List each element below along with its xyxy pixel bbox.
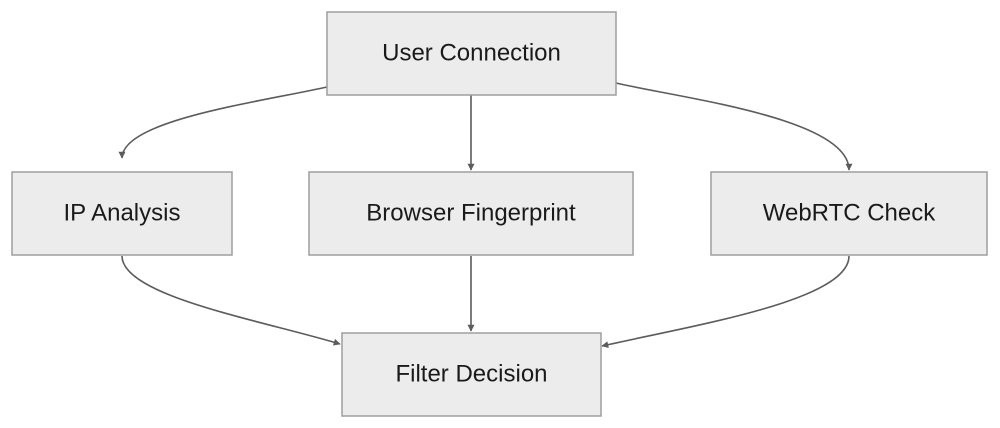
edge-ip-analysis-to-filter-decision bbox=[121, 255, 341, 346]
edge-user-connection-to-ip-analysis bbox=[118, 86, 328, 159]
node-webrtc-check: WebRTC Check bbox=[710, 171, 988, 256]
edge-webrtc-check-to-filter-decision bbox=[601, 255, 850, 349]
node-browser-fingerprint: Browser Fingerprint bbox=[308, 171, 634, 256]
node-label-browser-fingerprint: Browser Fingerprint bbox=[366, 199, 576, 226]
node-label-webrtc-check: WebRTC Check bbox=[763, 199, 937, 226]
node-ip-analysis: IP Analysis bbox=[11, 171, 233, 256]
edges bbox=[118, 82, 853, 349]
node-user-connection: User Connection bbox=[326, 11, 617, 96]
node-filter-decision: Filter Decision bbox=[341, 332, 602, 417]
node-label-user-connection: User Connection bbox=[382, 39, 561, 66]
node-label-filter-decision: Filter Decision bbox=[395, 360, 547, 387]
node-label-ip-analysis: IP Analysis bbox=[64, 199, 181, 226]
edge-user-connection-to-webrtc-check bbox=[615, 82, 853, 171]
